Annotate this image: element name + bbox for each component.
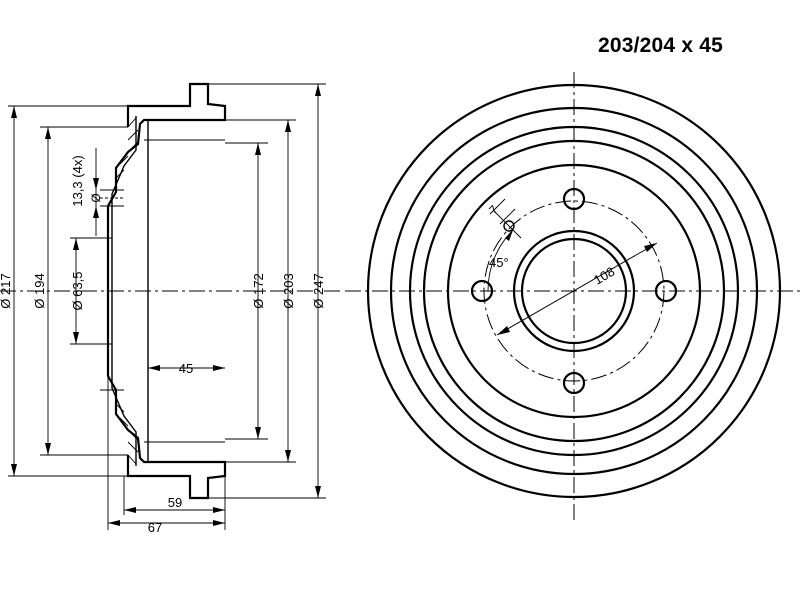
arrow [148,365,160,371]
arrow [505,230,513,241]
label-diameter-217: Ø 217 [0,273,13,308]
side-section-view: Ø 217 Ø 194 13,3 (4x) Ø Ø 63,5 Ø 172 Ø 2… [0,82,340,535]
locating-hole [503,220,515,232]
arrow [11,106,17,118]
center-bore-circle [520,237,628,345]
label-width-59: 59 [168,495,182,510]
arrow [285,120,291,132]
section-hatch-top [115,117,139,179]
label-width-67: 67 [148,520,162,535]
arrow [45,443,51,455]
arrow [93,206,99,218]
bolt-hole-right [654,279,678,303]
drum-size-title: 203/204 x 45 [598,34,724,57]
inner-flange-circle [422,139,726,443]
bolt-pitch-circle [483,200,665,382]
arrow [108,520,120,526]
arrow [45,127,51,139]
bolt-hole-bottom [562,371,586,395]
arrow [497,326,510,335]
arrow [73,332,79,344]
label-bolt-hole: 13,3 (4x) [70,155,85,206]
locating-hole-axis [492,209,522,239]
label-angle-45: 45° [489,255,509,270]
arrow [255,143,261,155]
label-diameter-194: Ø 194 [32,273,47,308]
bolt-hole-top [562,187,586,211]
label-diameter-172: Ø 172 [251,273,266,308]
label-diameter-247: Ø 247 [311,273,326,308]
arrow [11,464,17,476]
label-diameter-63-5: Ø 63,5 [70,271,85,310]
section-hatch-bottom [115,403,139,465]
hub-outer-circle [512,229,636,353]
rim-step-circle [389,106,759,476]
front-view: 108 45° 7 [345,72,800,520]
label-pcd-108: 108 [591,264,617,288]
arrow [255,427,261,439]
arrow [213,520,225,526]
bolt-hole-left [470,279,494,303]
arrow [124,507,136,513]
arrow [315,84,321,96]
arrow [644,243,657,252]
arrow [213,507,225,513]
label-hole-7: 7 [486,202,501,217]
pcd-dimension-line [496,242,658,336]
arrow [73,238,79,250]
drum-profile-bottom [106,291,227,500]
arrow [213,365,225,371]
drum-inner-wall-bottom [111,291,137,466]
drum-inner-wall-top [111,116,137,291]
arrow [93,178,99,190]
drum-profile-top [106,82,227,291]
outer-rim-circle [366,83,782,499]
label-bolt-diameter-symbol: Ø [89,193,103,202]
hole-dim-ext-1 [489,198,506,215]
arrow [285,450,291,462]
arrow [315,486,321,498]
hole-dim-ext-2 [499,208,516,225]
braking-surface-circle [408,125,740,457]
label-width-45: 45 [179,361,193,376]
label-diameter-203: Ø 203 [281,273,296,308]
hub-face-circle [446,163,702,419]
